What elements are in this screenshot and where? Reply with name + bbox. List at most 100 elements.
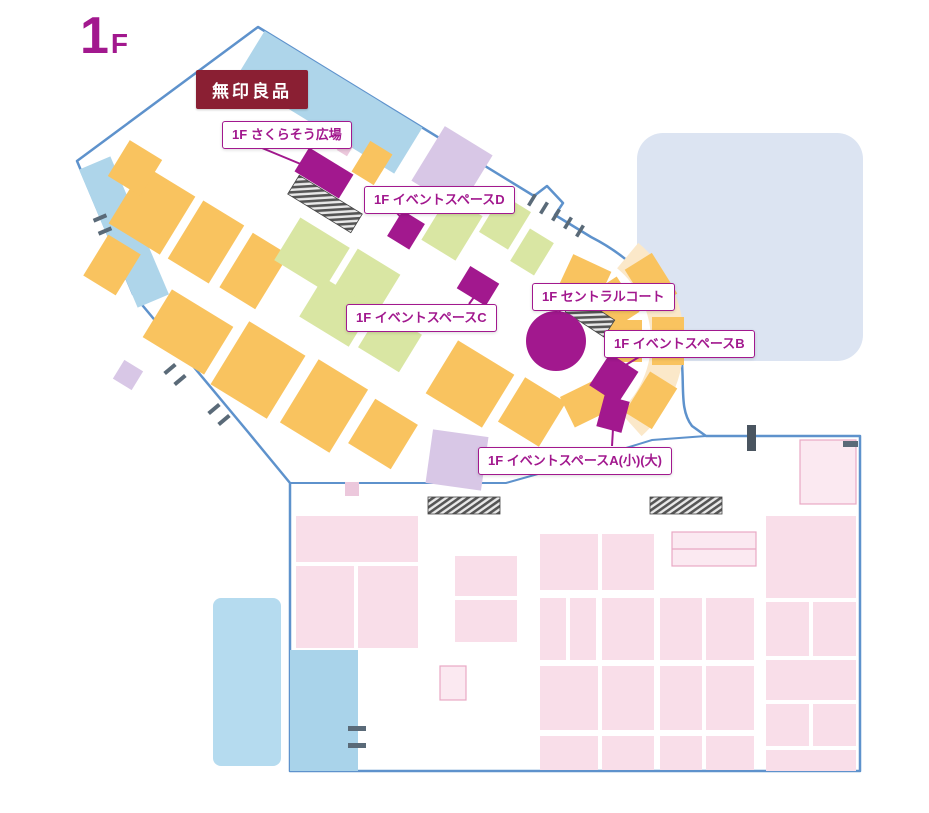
shop-block-pink xyxy=(706,736,754,770)
event-space-d[interactable] xyxy=(387,210,425,250)
callout-event-space-d[interactable]: 1F イベントスペースD xyxy=(364,186,515,214)
tick-mark xyxy=(163,362,177,376)
walkway-block xyxy=(290,650,358,771)
shop-block-pink xyxy=(296,516,418,562)
shop-block-pink xyxy=(540,666,598,730)
entrance-bar xyxy=(747,425,756,451)
shop-block-pink xyxy=(766,750,856,771)
walkway-block xyxy=(236,30,423,174)
adjacent-areas xyxy=(213,133,863,766)
adjacent-area-block xyxy=(637,133,863,361)
shop-block-green xyxy=(479,194,531,250)
shop-block-orange xyxy=(624,371,678,430)
shop-block-pink xyxy=(766,704,809,746)
shop-block-pink xyxy=(660,598,702,660)
shop-block-green xyxy=(274,217,350,291)
shop-block-pink xyxy=(602,598,654,660)
shop-block-pink xyxy=(813,602,856,656)
tick-mark xyxy=(207,402,221,416)
tick-mark xyxy=(575,224,585,238)
shop-block-pink xyxy=(540,598,566,660)
shop-block-orange xyxy=(348,398,418,470)
callout-sakurasou-plaza[interactable]: 1F さくらそう広場 xyxy=(222,121,352,149)
store-badge-muji[interactable]: 無印良品 xyxy=(196,70,308,109)
shop-block-orange xyxy=(167,200,245,284)
shop-block-lavender xyxy=(112,359,144,391)
label-connector xyxy=(613,356,640,373)
tick-mark xyxy=(173,373,187,387)
callout-event-space-b[interactable]: 1F イベントスペースB xyxy=(604,330,755,358)
shop-block-pink xyxy=(540,534,598,590)
shop-block-lavender xyxy=(425,429,489,491)
shop-block-pink xyxy=(602,666,654,730)
shop-block-pink xyxy=(602,736,654,770)
shop-block-green xyxy=(510,228,554,276)
escalator-icon xyxy=(649,496,723,515)
shop-block-pink xyxy=(358,566,418,648)
shop-block-pink xyxy=(766,516,856,598)
shop-block-pink xyxy=(660,736,702,770)
shop-block-pink xyxy=(799,439,857,505)
floor-number: 1 xyxy=(80,7,109,65)
tick-mark xyxy=(843,441,858,447)
shop-block-pink xyxy=(660,666,702,730)
shop-block-pink xyxy=(706,598,754,660)
escalator-icon xyxy=(287,174,363,234)
shop-block-orange xyxy=(142,289,234,375)
shop-block-pink xyxy=(706,666,754,730)
shop-block-pink xyxy=(766,602,809,656)
shop-block-pink xyxy=(570,598,596,660)
tick-mark xyxy=(92,213,108,223)
tick-mark xyxy=(97,226,113,236)
shop-block-pink xyxy=(439,665,467,701)
event-space-b[interactable] xyxy=(589,353,639,404)
shop-block-pink xyxy=(813,704,856,746)
label-connector xyxy=(611,428,614,447)
central-court-circle[interactable] xyxy=(526,311,586,371)
callout-event-space-c[interactable]: 1F イベントスペースC xyxy=(346,304,497,332)
event-space-sakurasou[interactable] xyxy=(294,147,354,199)
shop-block-orange xyxy=(210,321,306,419)
shop-block-orange xyxy=(83,234,141,296)
shop-block-orange xyxy=(107,140,163,196)
tick-mark xyxy=(539,201,549,215)
shop-block-pink xyxy=(766,660,856,700)
shop-block-pink xyxy=(455,600,517,642)
shop-block-orange xyxy=(497,377,567,447)
shop-block-pink xyxy=(455,556,517,596)
floor-suffix: F xyxy=(110,28,129,59)
tick-mark xyxy=(563,216,573,230)
event-spaces xyxy=(294,147,639,433)
tick-mark xyxy=(348,726,366,731)
label-connectors xyxy=(261,147,640,447)
event-space-a[interactable] xyxy=(596,395,630,433)
callout-event-space-a[interactable]: 1F イベントスペースA(小)(大) xyxy=(478,447,672,475)
tick-mark xyxy=(348,743,366,748)
shop-block-orange xyxy=(219,232,289,310)
shop-block-orange xyxy=(425,340,515,428)
tick-mark xyxy=(217,413,231,427)
shop-block-pink xyxy=(602,534,654,590)
label-connector xyxy=(556,310,561,323)
adjacent-area-block xyxy=(213,598,281,766)
wing-shops xyxy=(79,30,567,496)
small-block xyxy=(345,482,359,496)
tick-mark xyxy=(527,193,537,207)
hall-shops xyxy=(296,439,857,771)
shop-block-orange xyxy=(279,359,369,453)
label-connector xyxy=(396,212,406,223)
shop-block-orange xyxy=(351,140,393,186)
floor-indicator: 1 F xyxy=(80,10,128,62)
shop-block-pink xyxy=(540,736,598,770)
shop-block-pink xyxy=(296,566,354,648)
event-space-c[interactable] xyxy=(456,266,500,306)
tick-mark xyxy=(551,208,561,222)
callout-central-court[interactable]: 1F セントラルコート xyxy=(532,283,675,311)
shop-block-orange xyxy=(108,165,196,255)
entrance-ticks xyxy=(92,193,858,748)
escalators xyxy=(287,174,723,515)
label-connector xyxy=(468,292,478,305)
escalator-icon xyxy=(427,496,501,515)
